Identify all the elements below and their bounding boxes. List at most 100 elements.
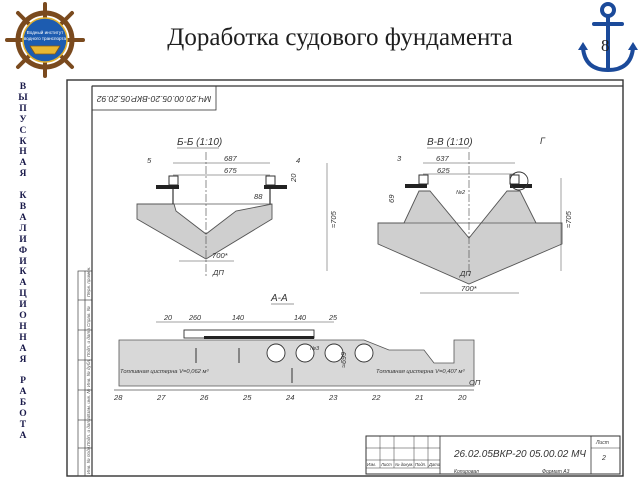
aa-dim-2: 260: [188, 313, 201, 322]
bb-centerline-label: ДП: [212, 268, 224, 277]
vertical-letter: Н: [19, 331, 27, 343]
vertical-letter: Н: [19, 320, 27, 332]
vv-dim-3: 69: [387, 194, 396, 203]
frame-number: 23: [328, 393, 338, 402]
tank-left-label: Топливная цистерна V=0,062 м³: [120, 369, 209, 375]
title-block-column: Дата: [428, 462, 441, 467]
aa-callout: №3: [310, 346, 320, 352]
strip-label: Инв. № подл.: [86, 445, 91, 474]
strip-label: Инв. № дубл.: [86, 359, 91, 387]
vertical-letter: А: [19, 277, 27, 289]
section-bb: Б-Б (1:10) 687 675 88 20 700* ≈705 5 4 Д…: [136, 137, 338, 277]
vertical-letter: А: [19, 386, 27, 398]
aa-dim-1: 20: [163, 313, 172, 322]
vertical-letter: Я: [19, 353, 27, 365]
institute-logo: Водный институт водного транспорта: [5, 2, 85, 78]
title-block-column: № докум.: [395, 462, 413, 467]
bb-callout-2: 4: [296, 156, 300, 165]
vertical-letter: У: [19, 113, 27, 125]
vertical-letter: Р: [20, 375, 26, 387]
vertical-letter: П: [19, 102, 27, 114]
vv-dim-5: ≈705: [564, 210, 573, 228]
vertical-letter: Ц: [19, 288, 27, 300]
vertical-letter: Я: [19, 168, 27, 180]
vertical-letter: К: [19, 266, 27, 278]
title-block: [365, 435, 621, 475]
corner-code: МЧ.20.00.05.20-ВКР.05.20.92: [97, 94, 212, 104]
vertical-letter: Ф: [18, 244, 28, 256]
strip-label: Справ. №: [86, 306, 91, 327]
frame-number: 25: [242, 393, 252, 402]
title-block-column: Лист: [380, 462, 392, 467]
vv-centerline-label: ДП: [459, 269, 471, 278]
page-number: 8: [601, 36, 610, 55]
vertical-letter: В: [19, 200, 27, 212]
frame-number: 24: [285, 393, 294, 402]
bb-callout-1: 5: [147, 156, 152, 165]
strip-label: Перв. примен.: [86, 266, 91, 297]
slide-title: Доработка судового фундамента: [167, 24, 513, 51]
base-line-label: ОП: [469, 378, 481, 387]
vertical-letter: В: [19, 81, 27, 92]
vv-dim-1: 637: [436, 154, 449, 163]
title-block-format: Формат А3: [542, 469, 570, 475]
vertical-letter: Ы: [18, 91, 28, 103]
vertical-letter: И: [19, 255, 27, 267]
section-vv-label: В-В (1:10): [427, 137, 473, 148]
title-block-sheet-number: 2: [601, 455, 606, 462]
vertical-letter: О: [19, 408, 27, 420]
frame-number: 21: [414, 393, 423, 402]
bb-dim-5: 700*: [212, 251, 229, 260]
section-aa: А-А 20 260 140 140 25 ≈699 №3 Топливная …: [113, 293, 481, 402]
vv-callout-1: 3: [397, 154, 402, 163]
vv-dim-4: 700*: [461, 284, 478, 293]
logo-text-line-1: Водный институт: [27, 29, 64, 35]
frame-number: 27: [156, 393, 166, 402]
anchor-icon: [578, 2, 638, 73]
vertical-letter: А: [19, 430, 27, 441]
vertical-letter: И: [19, 299, 27, 311]
ship-icon: [29, 45, 61, 55]
section-aa-label: А-А: [270, 293, 288, 304]
aa-dim-3: 140: [232, 313, 244, 322]
frame-number: 20: [457, 393, 467, 402]
strip-label: Взам. инв. №: [86, 389, 91, 417]
vertical-letter: Л: [19, 222, 27, 234]
vv-callout-2: Г: [540, 136, 546, 146]
vertical-letter: А: [19, 157, 27, 169]
bb-dim-1: 687: [224, 154, 237, 163]
bb-dim-3: 88: [254, 192, 263, 201]
vertical-letter: С: [19, 124, 27, 136]
vv-callout-3: №2: [456, 190, 466, 196]
bb-dim-2: 675: [224, 166, 237, 175]
title-block-column: Изм.: [367, 462, 376, 467]
aa-dim-6: ≈699: [339, 352, 348, 368]
vertical-letter: Н: [19, 146, 27, 158]
frame-number: 26: [199, 393, 209, 402]
bb-dim-6: ≈705: [329, 210, 338, 228]
vertical-letter: К: [19, 190, 27, 202]
vertical-letter: А: [19, 342, 27, 354]
title-block-sheet-label: Лист: [595, 440, 609, 446]
section-bb-label: Б-Б (1:10): [177, 137, 222, 148]
vertical-letter: К: [19, 135, 27, 147]
tank-right-label: Топливная цистерна V=0,407 м³: [376, 369, 465, 375]
title-block-copied: Копировал: [454, 469, 479, 475]
bb-dim-4: 20: [289, 173, 298, 183]
vv-dim-2: 625: [437, 166, 450, 175]
frame-number: 22: [371, 393, 381, 402]
vertical-letter: Б: [19, 397, 27, 409]
title-block-code: 26.02.05ВКР-20 05.00.02 МЧ: [453, 449, 586, 460]
logo-text-line-2: водного транспорта: [24, 36, 67, 41]
vertical-letter: О: [19, 310, 27, 322]
frame-number: 28: [113, 393, 123, 402]
aa-dim-5: 25: [328, 313, 338, 322]
strip-label: Подп. и дата: [86, 417, 91, 446]
title-block-column: Подп.: [415, 462, 426, 467]
aa-dim-4: 140: [294, 313, 306, 322]
vertical-letter: И: [19, 233, 27, 245]
strip-label: Подп. и дата: [86, 328, 91, 357]
vertical-letter: Т: [19, 419, 27, 431]
